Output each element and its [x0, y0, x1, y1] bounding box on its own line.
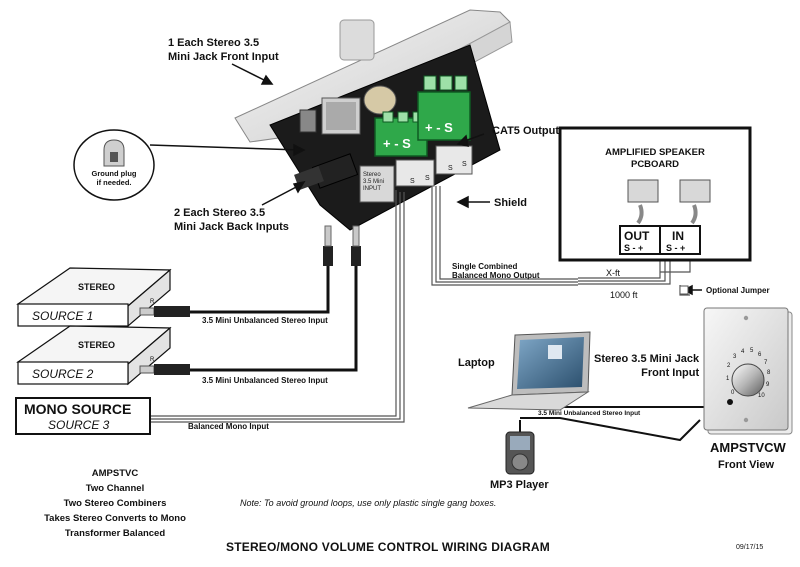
product-note-1: Two Channel — [85, 483, 145, 494]
source-2-top: STEREO — [78, 340, 115, 350]
in-terminal — [659, 225, 701, 255]
dial-10: 10 — [758, 393, 765, 399]
mono-source-name: SOURCE 3 — [48, 418, 110, 432]
balanced-mono-output-label: Balanced Mono Output — [452, 271, 540, 280]
out-pins: S - + — [624, 243, 643, 253]
product-notes: AMPSTVC Two Channel Two Stereo Combiners… — [30, 466, 200, 541]
dial-0: 0 — [731, 390, 735, 396]
source-1-top: STEREO — [78, 282, 115, 292]
terminal-right-label: + - S — [425, 120, 453, 135]
svg-text:R: R — [150, 299, 155, 305]
ampstvcw-view: Front View — [718, 459, 775, 471]
small-stereo-input-label: 3.5 Mini Unbalanced Stereo Input — [538, 410, 641, 417]
optional-jumper-label: Optional Jumper — [706, 286, 770, 295]
laptop-label: Laptop — [458, 357, 495, 369]
dial-4: 4 — [741, 349, 745, 355]
dial-9: 9 — [766, 382, 770, 388]
s-mark-4: S — [462, 161, 467, 168]
back-inputs-label: 2 Each Stereo 3.5 Mini Jack Back Inputs — [174, 207, 289, 233]
ampstvcw-model: AMPSTVCW — [710, 440, 786, 455]
product-note-2: Two Stereo Combiners — [63, 498, 167, 509]
stereo-source-1: STEREO SOURCE 1 R — [16, 267, 190, 328]
stereo-input-2-label: 3.5 Mini Unbalanced Stereo Input — [202, 376, 328, 385]
product-note-4: Transformer Balanced — [64, 528, 166, 539]
balanced-mono-input-label: Balanced Mono Input — [188, 422, 269, 431]
diagram-title: STEREO/MONO VOLUME CONTROL WIRING DIAGRA… — [226, 540, 550, 554]
front-jack — [727, 399, 733, 405]
s-mark-2: S — [425, 175, 430, 182]
dial-8: 8 — [767, 370, 771, 376]
s-mark-1: S — [410, 178, 415, 185]
terminal-left-label: + - S — [383, 136, 411, 151]
source-2-name: SOURCE 2 — [32, 367, 94, 381]
cat5-output-label: CAT5 Output — [492, 125, 560, 137]
dial-5: 5 — [750, 348, 754, 354]
mono-source: MONO SOURCE SOURCE 3 — [15, 397, 151, 435]
source-1-name: SOURCE 1 — [32, 309, 93, 323]
mp3-player — [505, 431, 535, 475]
in-pins: S - + — [666, 243, 685, 253]
dial-numbers: 0 1 2 3 4 5 6 7 8 9 10 — [726, 348, 771, 399]
cables — [150, 186, 729, 442]
dial-1: 1 — [726, 376, 730, 382]
front-input-label: 1 Each Stereo 3.5 Mini Jack Front Input — [168, 37, 279, 63]
stereo-input-1-label: 3.5 Mini Unbalanced Stereo Input — [202, 316, 328, 325]
optional-jumper — [679, 285, 689, 295]
product-note-0: AMPSTVC — [91, 468, 139, 479]
stereo-front-input-label: Stereo 3.5 Mini Jack Front Input — [594, 353, 700, 379]
mono-source-top: MONO SOURCE — [24, 401, 131, 417]
svg-text:R: R — [150, 357, 155, 363]
out-terminal — [619, 225, 661, 255]
in-label: IN — [672, 229, 684, 243]
single-combined-label: Single Combined — [452, 262, 518, 271]
mini-plugs-board — [323, 225, 361, 266]
s-mark-3: S — [448, 165, 453, 172]
stereo-source-2: STEREO SOURCE 2 R — [16, 325, 190, 386]
ground-loop-note: Note: To avoid ground loops, use only pl… — [240, 498, 497, 508]
thousand-ft-label: 1000 ft — [610, 290, 638, 300]
laptop — [467, 331, 591, 411]
volume-knob — [731, 363, 765, 397]
diagram-date: 09/17/15 — [736, 544, 764, 551]
dial-7: 7 — [764, 360, 768, 366]
product-note-3: Takes Stereo Converts to Mono — [44, 513, 186, 524]
terminal-right — [417, 91, 471, 141]
dial-2: 2 — [727, 363, 731, 369]
ampstvcw-plate — [703, 307, 793, 435]
dial-3: 3 — [733, 354, 737, 360]
mp3-player-label: MP3 Player — [490, 479, 549, 491]
out-label: OUT — [624, 229, 650, 243]
dial-6: 6 — [758, 352, 762, 358]
xft-label: X-ft — [606, 268, 621, 278]
shield-label: Shield — [494, 197, 528, 209]
